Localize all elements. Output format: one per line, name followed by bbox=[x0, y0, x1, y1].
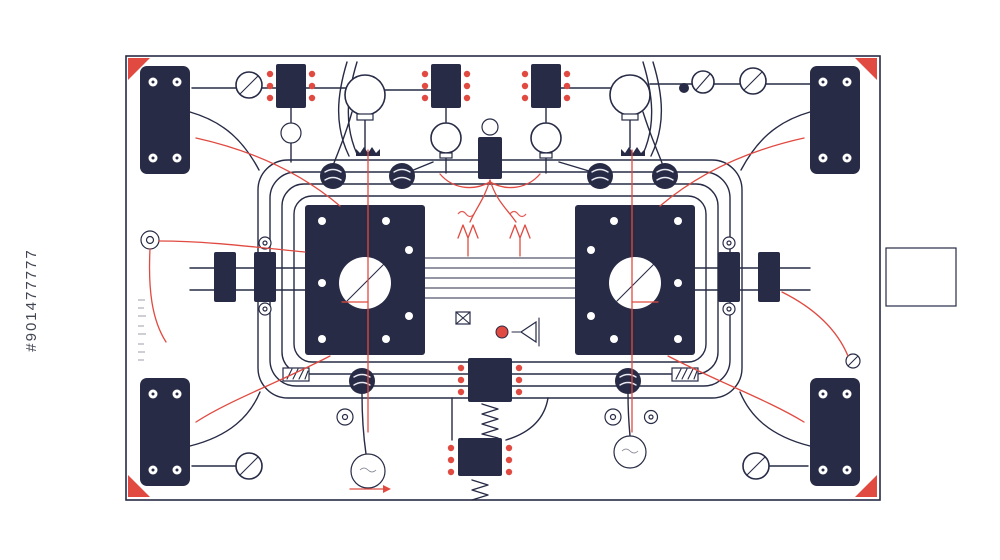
socket-ring bbox=[280, 122, 302, 144]
transformer-block-left bbox=[305, 205, 425, 355]
red-wire bbox=[158, 240, 306, 253]
capacitor-can bbox=[478, 137, 502, 179]
red-wire bbox=[195, 355, 331, 423]
open-hole bbox=[350, 453, 386, 489]
winding-symbol bbox=[509, 224, 531, 257]
potentiometer-knob bbox=[615, 368, 641, 394]
ic-leads bbox=[290, 107, 547, 123]
plate-feed bbox=[739, 391, 811, 447]
potentiometer-knob bbox=[587, 163, 613, 189]
meter-link bbox=[511, 317, 540, 347]
axial-resistor bbox=[282, 367, 310, 382]
mounting-plate-bottom-left bbox=[140, 378, 190, 486]
corner-mark-top-left bbox=[128, 58, 150, 80]
plate-feed bbox=[189, 391, 261, 447]
module-pins bbox=[447, 364, 523, 476]
grommet-icon bbox=[140, 230, 160, 250]
grommet-icon bbox=[258, 302, 272, 316]
bottom-module-upper bbox=[468, 358, 512, 402]
bottom-wire bbox=[361, 393, 367, 455]
potentiometer-knob bbox=[320, 163, 346, 189]
spring-coil bbox=[471, 479, 489, 501]
plate-feed bbox=[189, 111, 260, 171]
curved-wire bbox=[642, 111, 663, 164]
contact-crown bbox=[621, 147, 645, 156]
ic-chip bbox=[276, 64, 306, 108]
open-hole bbox=[613, 435, 647, 469]
tube-socket bbox=[430, 122, 462, 159]
bottom-module-lower bbox=[458, 438, 502, 476]
speaker-symbol bbox=[519, 320, 537, 344]
corner-marks bbox=[128, 58, 877, 497]
grommet-icon bbox=[258, 236, 272, 250]
corner-mark-bottom-right bbox=[855, 475, 877, 497]
screw-icon bbox=[235, 452, 263, 480]
small-module bbox=[455, 311, 471, 325]
ic-chip bbox=[531, 64, 561, 108]
dark-components bbox=[140, 64, 860, 501]
ic-pins bbox=[266, 70, 571, 102]
red-wire bbox=[489, 179, 517, 223]
annotation-ticks bbox=[138, 299, 146, 361]
curved-wire bbox=[337, 61, 350, 157]
screw-icon bbox=[742, 452, 770, 480]
label-scribble bbox=[509, 210, 527, 218]
red-wire bbox=[659, 137, 805, 207]
solder-dot bbox=[679, 83, 689, 93]
socket-to-pot bbox=[410, 161, 590, 172]
ic-chip bbox=[431, 64, 461, 108]
cap-top-ring bbox=[481, 118, 499, 136]
spring-coil bbox=[481, 403, 499, 439]
lamp-bulb bbox=[344, 74, 386, 121]
grommet-icon bbox=[722, 236, 736, 250]
lamp-leads bbox=[364, 119, 631, 151]
potentiometer-knob bbox=[389, 163, 415, 189]
mounting-plate-top-right bbox=[810, 66, 860, 174]
grommet-icon bbox=[604, 408, 622, 426]
label-scribble bbox=[457, 210, 475, 218]
mounting-plate-top-left bbox=[140, 66, 190, 174]
red-wire bbox=[469, 179, 491, 223]
winding-symbol bbox=[457, 224, 479, 257]
screw-icon bbox=[691, 70, 715, 94]
screw-icon bbox=[739, 67, 767, 95]
side-module-right bbox=[718, 252, 780, 302]
bottom-wire bbox=[627, 393, 631, 437]
grommet-icon bbox=[336, 408, 354, 426]
curved-wire bbox=[347, 61, 358, 155]
red-wire bbox=[148, 248, 167, 343]
axial-resistor bbox=[671, 367, 699, 382]
red-wire bbox=[439, 173, 491, 189]
lamp-bulb bbox=[609, 74, 651, 121]
white-components bbox=[140, 67, 957, 489]
potentiometer-knob bbox=[349, 368, 375, 394]
bottom-wire bbox=[505, 397, 549, 441]
screw-icon bbox=[235, 71, 263, 99]
red-wire bbox=[489, 173, 541, 189]
grommet-icon bbox=[643, 409, 659, 425]
tube-socket bbox=[530, 122, 562, 159]
grommet-icon bbox=[722, 302, 736, 316]
contact-crown bbox=[356, 147, 380, 156]
led-indicator bbox=[495, 325, 509, 339]
transformer-block-right bbox=[575, 205, 695, 355]
socket-leads bbox=[290, 142, 547, 174]
red-wire bbox=[781, 291, 849, 357]
side-note-box bbox=[885, 247, 957, 307]
plate-feed bbox=[740, 111, 811, 171]
red-wire bbox=[195, 137, 341, 207]
red-wire bbox=[667, 355, 805, 423]
screw-icon bbox=[845, 353, 861, 369]
mounting-plate-bottom-right bbox=[810, 378, 860, 486]
red-wiring bbox=[148, 70, 849, 493]
direction-arrow bbox=[349, 485, 391, 493]
potentiometer-knob bbox=[652, 163, 678, 189]
watermark-id-text: #901477777 bbox=[23, 248, 40, 351]
curved-wire bbox=[333, 111, 353, 164]
corner-mark-top-right bbox=[855, 58, 877, 80]
side-module-left bbox=[214, 252, 276, 302]
corner-mark-bottom-left bbox=[128, 475, 150, 497]
curved-wire bbox=[642, 61, 653, 155]
